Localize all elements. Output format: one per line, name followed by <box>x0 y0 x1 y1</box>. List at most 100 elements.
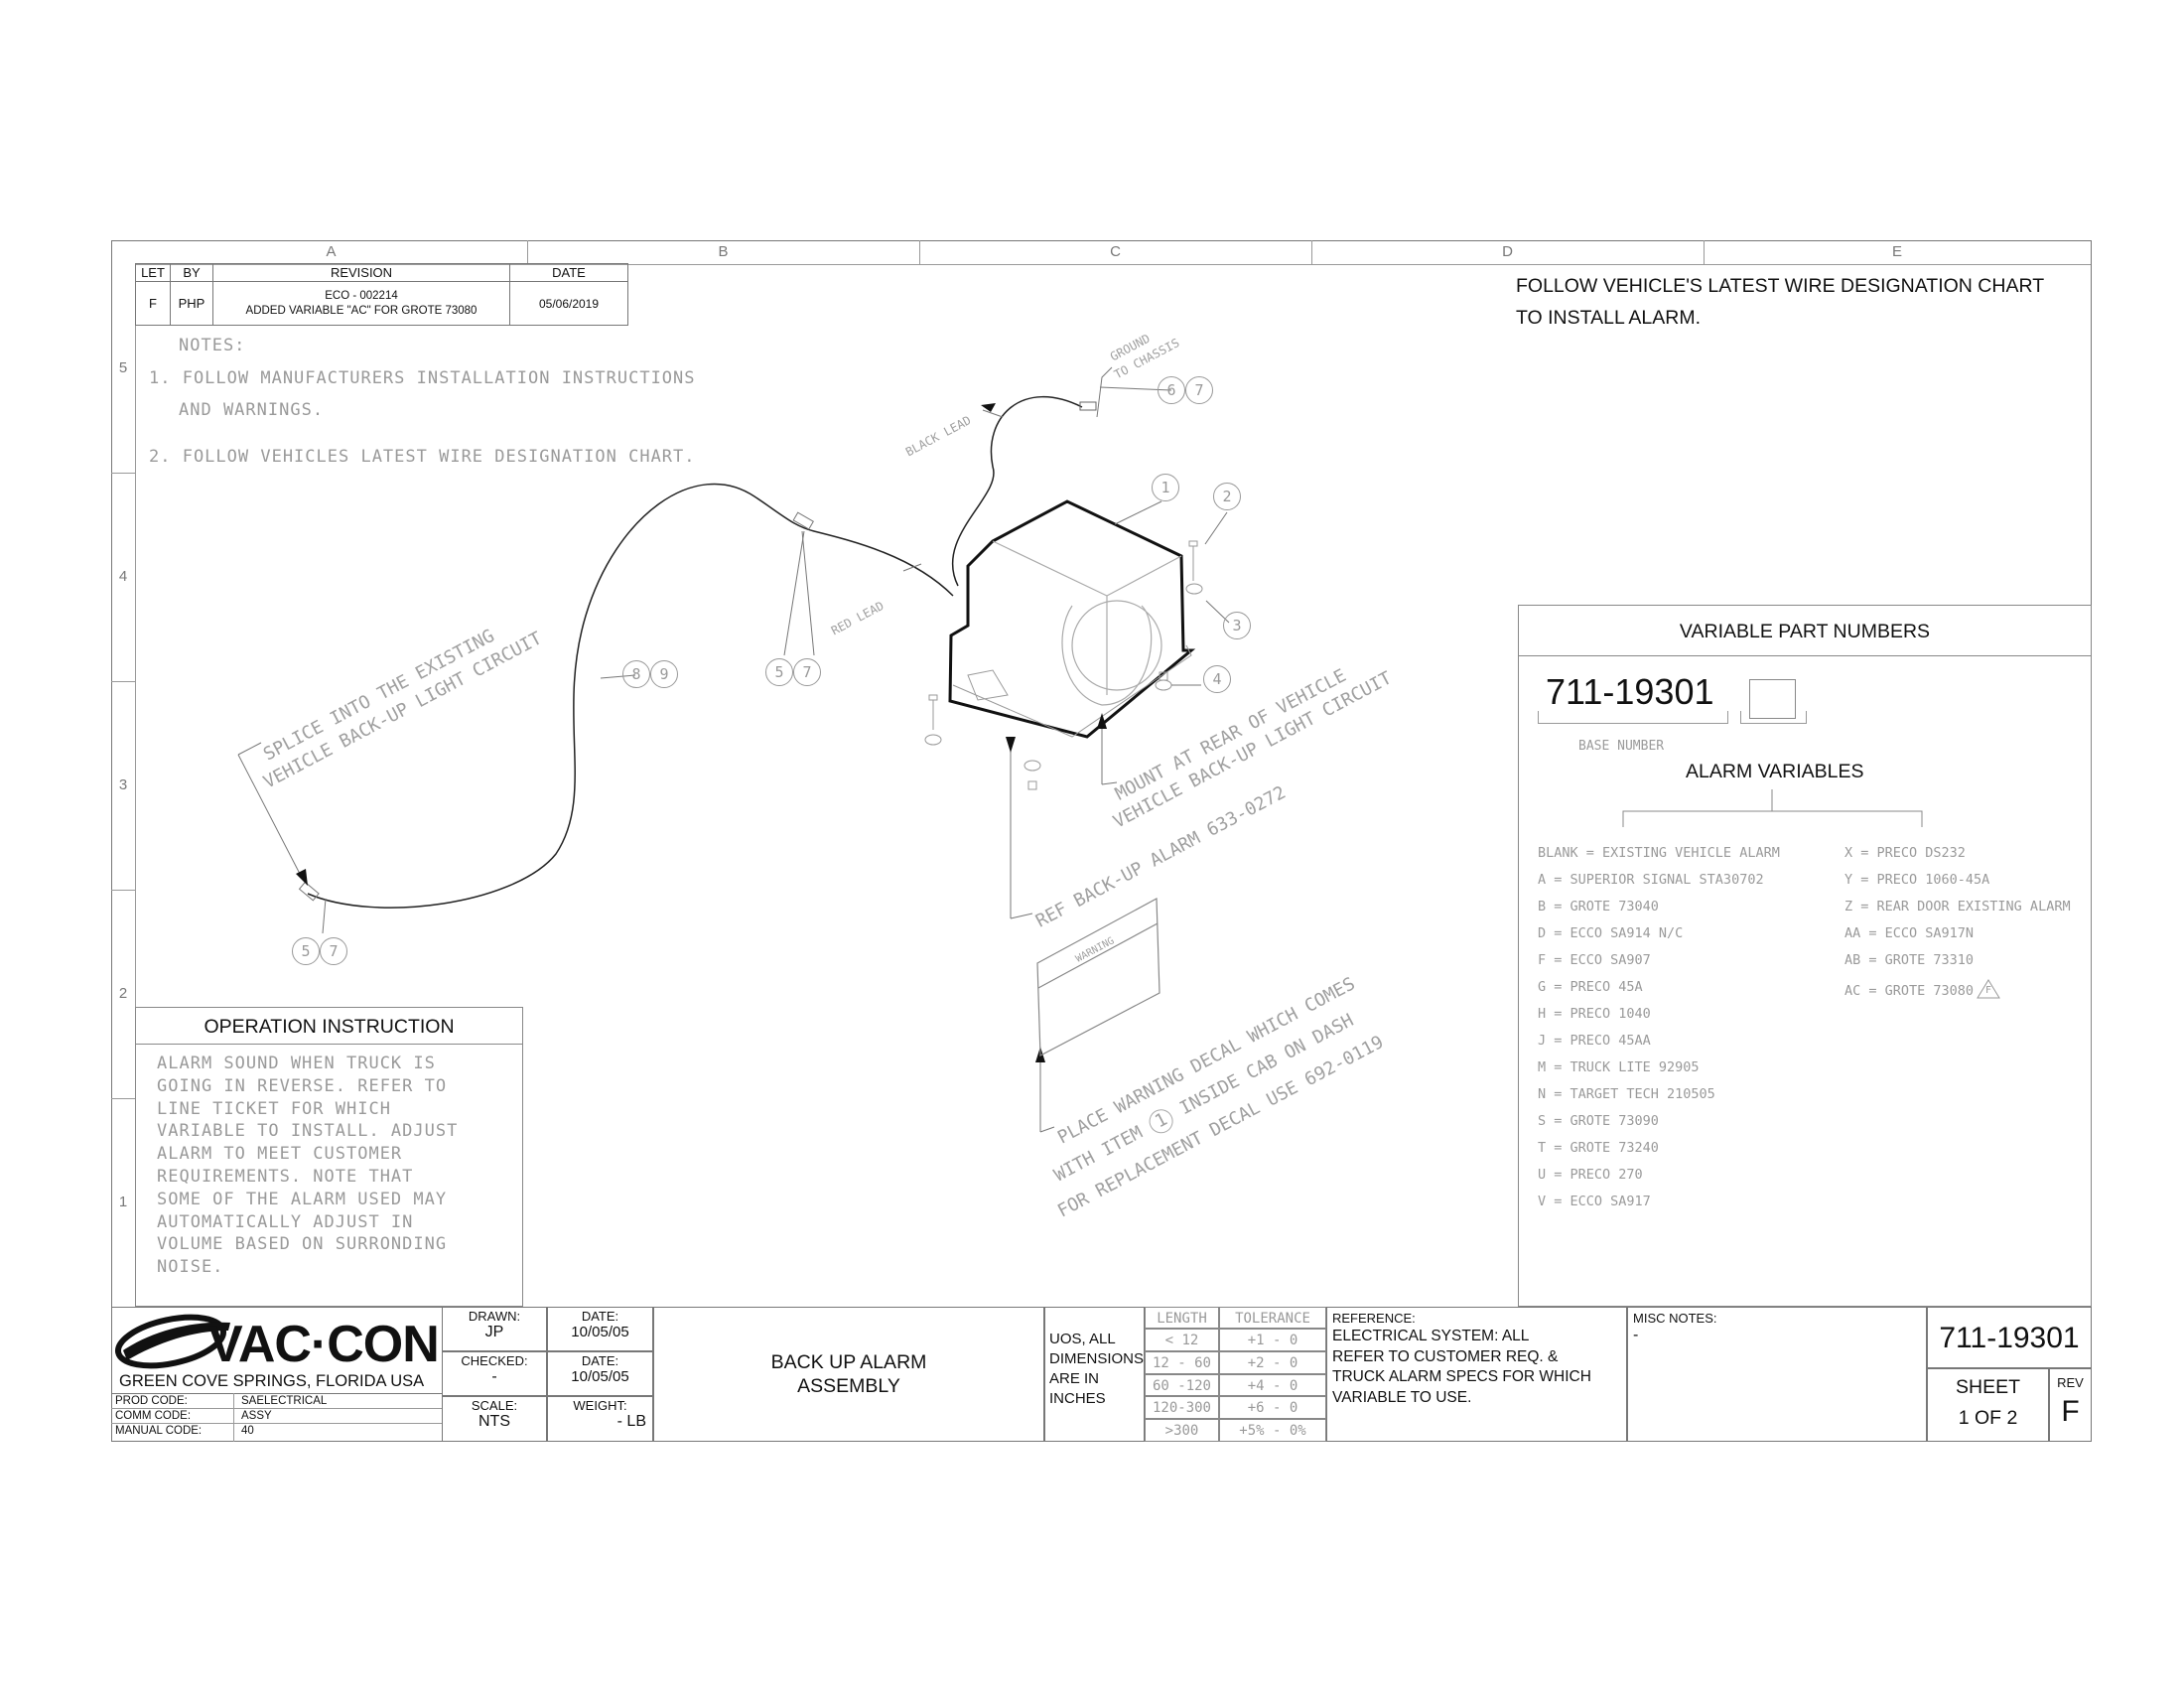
alarm-variable: S = GROTE 73090 <box>1538 1113 1659 1129</box>
base-number-bracket <box>1538 711 1728 724</box>
drawn-date-value: 10/05/05 <box>571 1324 629 1340</box>
checked-date-cell: DATE: 10/05/05 <box>547 1351 653 1396</box>
drawn-label: DRAWN: <box>468 1309 521 1324</box>
alarm-variable: X = PRECO DS232 <box>1844 845 1966 861</box>
logo-text: VAC·CON <box>208 1316 440 1373</box>
reference-cell: REFERENCE: ELECTRICAL SYSTEM: ALL REFER … <box>1326 1307 1627 1442</box>
alarm-variable: D = ECCO SA914 N/C <box>1538 925 1684 941</box>
sheet-value: 1 OF 2 <box>1958 1407 2018 1429</box>
uos-line3: ARE IN <box>1049 1370 1100 1387</box>
zone-label-d: D <box>1311 240 1705 265</box>
uos-line1: UOS, ALL <box>1049 1331 1116 1347</box>
alarm-variables-bracket <box>1622 789 1923 827</box>
drawn-date-cell: DATE: 10/05/05 <box>547 1307 653 1351</box>
zone-label-c: C <box>919 240 1312 265</box>
zone-label-1: 1 <box>118 1194 128 1210</box>
tol-length: < 12 <box>1145 1329 1219 1351</box>
tol-value: +5% - 0% <box>1219 1419 1326 1442</box>
operation-line: SOME OF THE ALARM USED MAY <box>157 1189 448 1209</box>
callout-6: 6 <box>1158 376 1185 404</box>
revision-flag-letter: F <box>1985 985 1992 996</box>
code-table: PROD CODE: SAELECTRICAL COMM CODE: ASSY … <box>111 1393 442 1442</box>
callout-4: 4 <box>1203 665 1231 693</box>
wire-chart-note-line1: FOLLOW VEHICLE'S LATEST WIRE DESIGNATION… <box>1516 275 2045 297</box>
alarm-variable: T = GROTE 73240 <box>1538 1140 1659 1156</box>
sheet-cell: SHEET 1 OF 2 <box>1927 1368 2049 1442</box>
uos-line4: INCHES <box>1049 1390 1106 1407</box>
drawing-number-cell: 711-19301 <box>1927 1307 2092 1368</box>
operation-text: ALARM SOUND WHEN TRUCK IS GOING IN REVER… <box>157 1053 458 1279</box>
alarm-variables-heading: ALARM VARIABLES <box>1686 761 1864 782</box>
callout-8: 8 <box>622 660 650 688</box>
manual-code-label: MANUAL CODE: <box>115 1425 203 1437</box>
scale-label: SCALE: <box>471 1398 518 1413</box>
drawn-value: JP <box>484 1324 504 1340</box>
base-number-label: BASE NUMBER <box>1578 739 1665 754</box>
alarm-variable: V = ECCO SA917 <box>1538 1194 1651 1209</box>
alarm-speaker <box>1071 600 1162 691</box>
operation-line: GOING IN REVERSE. REFER TO <box>157 1075 448 1096</box>
rev-value: F <box>2061 1395 2080 1428</box>
reference-line: VARIABLE TO USE. <box>1332 1388 1472 1406</box>
alarm-variable: Z = REAR DOOR EXISTING ALARM <box>1844 899 2071 914</box>
variable-box <box>1749 679 1796 719</box>
uos-cell: UOS, ALL DIMENSIONS ARE IN INCHES <box>1044 1307 1145 1442</box>
alarm-bracket <box>952 644 1192 738</box>
drawn-cell: DRAWN: JP <box>442 1307 547 1351</box>
tol-header-tolerance: TOLERANCE <box>1219 1307 1326 1329</box>
zone-label-3: 3 <box>118 776 128 793</box>
tol-header-length: LENGTH <box>1145 1307 1219 1329</box>
left-zone-strip <box>111 264 136 1307</box>
wire-chart-note-line2: TO INSTALL ALARM. <box>1516 307 1702 329</box>
alarm-variable: AB = GROTE 73310 <box>1844 952 1975 968</box>
misc-notes-label: MISC NOTES: <box>1633 1311 1717 1326</box>
arrowheads <box>296 403 1107 1062</box>
operation-line: NOISE. <box>157 1257 224 1278</box>
checked-label: CHECKED: <box>461 1353 528 1368</box>
misc-notes-value: - <box>1633 1327 1639 1343</box>
company-logo: VAC·CON <box>113 1311 441 1373</box>
variable-parts-title: VARIABLE PART NUMBERS <box>1518 605 2092 656</box>
zone-divider <box>111 473 135 474</box>
weight-value: - LB <box>616 1413 646 1430</box>
reference-label: REFERENCE: <box>1332 1311 1416 1326</box>
alarm-variable: BLANK = EXISTING VEHICLE ALARM <box>1538 845 1780 861</box>
zone-divider <box>111 1098 135 1099</box>
splice-connector <box>298 881 320 902</box>
uos-line2: DIMENSIONS <box>1049 1350 1145 1367</box>
alarm-variable: J = PRECO 45AA <box>1538 1033 1651 1049</box>
callout-5: 5 <box>765 658 793 686</box>
alarm-body-detail <box>992 540 1182 706</box>
revision-table: LET BY REVISION DATE F PHP ECO - 002214 … <box>135 263 628 326</box>
comm-code-value: ASSY <box>241 1410 272 1422</box>
zone-label-5: 5 <box>118 359 128 376</box>
revision-flag-icon: F <box>1977 979 2000 999</box>
tol-value: +2 - 0 <box>1219 1350 1326 1374</box>
zone-label-2: 2 <box>118 985 128 1002</box>
warning-decal <box>1036 898 1160 1056</box>
note-1-line2: AND WARNINGS. <box>179 400 325 420</box>
comm-code-label: COMM CODE: <box>115 1410 192 1422</box>
reference-text: ELECTRICAL SYSTEM: ALL REFER TO CUSTOMER… <box>1332 1327 1591 1408</box>
ground-terminal <box>1079 401 1097 411</box>
note-1-line1: 1. FOLLOW MANUFACTURERS INSTALLATION INS… <box>149 368 696 388</box>
operation-line: AUTOMATICALLY ADJUST IN <box>157 1211 414 1232</box>
harness-wire <box>307 483 954 909</box>
rev-description-line1: ECO - 002214 <box>325 289 398 302</box>
drawing-number: 711-19301 <box>1939 1322 2080 1354</box>
company-location: GREEN COVE SPRINGS, FLORIDA USA <box>119 1372 425 1390</box>
logo-divider <box>111 1393 442 1394</box>
operation-line: VOLUME BASED ON SURRONDING <box>157 1234 448 1255</box>
operation-line: ALARM TO MEET CUSTOMER <box>157 1144 403 1165</box>
checked-value: - <box>491 1368 497 1385</box>
tol-value: +1 - 0 <box>1219 1329 1326 1351</box>
operation-title: OPERATION INSTRUCTION <box>135 1007 523 1045</box>
alarm-variable: AA = ECCO SA917N <box>1844 925 1975 941</box>
reference-line: TRUCK ALARM SPECS FOR WHICH <box>1332 1368 1591 1385</box>
drawn-date-label: DATE: <box>581 1309 619 1324</box>
alarm-variable: A = SUPERIOR SIGNAL STA30702 <box>1538 872 1764 888</box>
weight-label: WEIGHT: <box>573 1398 627 1413</box>
zone-divider <box>111 890 135 891</box>
rev-cell: REV F <box>2049 1368 2092 1442</box>
misc-notes-cell: MISC NOTES: - <box>1627 1307 1927 1442</box>
